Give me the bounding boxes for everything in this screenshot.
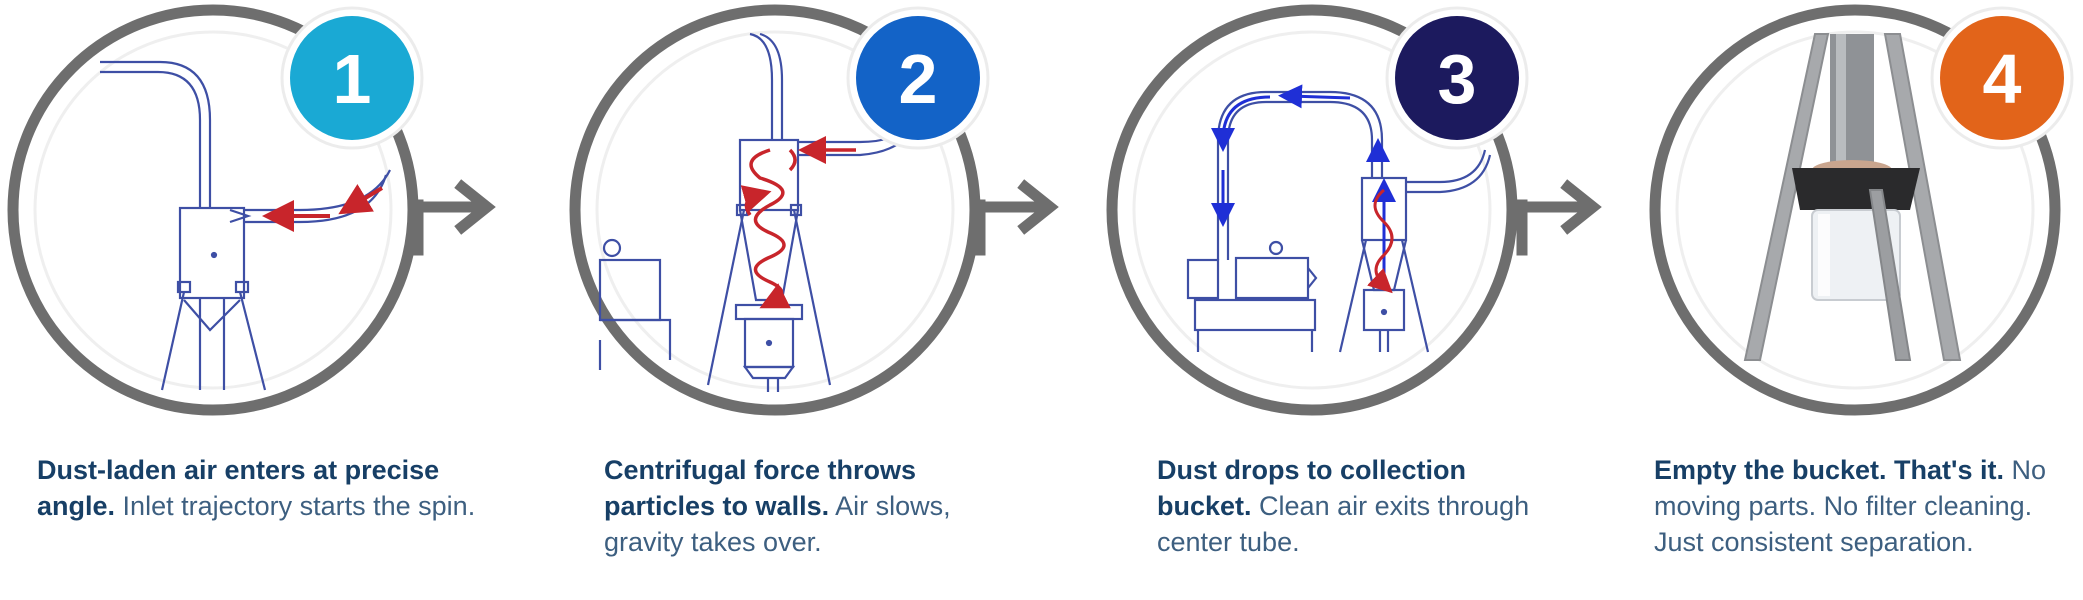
step-2-caption: Centrifugal force throws particles to wa… <box>604 452 1034 560</box>
step-3-badge <box>1395 16 1519 140</box>
step-3-ring <box>1106 4 1518 416</box>
step-3-caption: Dust drops to collection bucket. Clean a… <box>1157 452 1537 560</box>
dust-drop-arrows <box>1367 188 1394 294</box>
step-1-badge <box>290 16 414 140</box>
step-2-detail: Air slows, gravity takes over. <box>604 491 951 557</box>
step-1-detail: Inlet trajectory starts the spin. <box>122 491 476 521</box>
step-4-ring <box>1649 4 2061 416</box>
step-arrow-icon <box>1516 179 1602 256</box>
step-3-number: 3 <box>1438 40 1477 118</box>
step-4-caption: Empty the bucket. That's it. No moving p… <box>1654 452 2074 560</box>
step-3-illustration: 3 <box>1106 4 1529 416</box>
step-4-headline: Empty the bucket. That's it. <box>1654 455 2004 485</box>
step-2-headline: Centrifugal force throws particles to wa… <box>604 455 917 521</box>
step-1-number: 1 <box>333 40 372 118</box>
step-3-detail: Clean air exits through center tube. <box>1157 491 1530 557</box>
step-2-illustration: 2 <box>569 4 990 416</box>
step-arrow-icon <box>412 179 496 256</box>
step-2-number: 2 <box>899 40 938 118</box>
clean-air-path-arrows <box>1211 84 1396 280</box>
inlet-airflow-arrows <box>262 184 384 232</box>
step-arrow-icon <box>974 179 1059 256</box>
step-4-illustration: 4 <box>1649 4 2074 416</box>
bucket-photo-illustration <box>1743 33 1962 361</box>
cyclone-inlet-drawing <box>100 60 391 391</box>
step-4-detail: No moving parts. No filter cleaning. Jus… <box>1654 455 2047 557</box>
step-2-badge <box>856 16 980 140</box>
step-1-illustration: 1 <box>7 4 424 416</box>
step-3-headline: Dust drops to collection bucket. <box>1157 455 1467 521</box>
step-4-number: 4 <box>1983 40 2022 118</box>
step-1-caption: Dust-laden air enters at precise angle. … <box>37 452 477 524</box>
step-4-badge <box>1940 16 2064 140</box>
step-1-headline: Dust-laden air enters at precise angle. <box>37 455 440 521</box>
process-diagram: 1 <box>7 4 2074 416</box>
spiral-airflow-arrows <box>740 136 856 309</box>
